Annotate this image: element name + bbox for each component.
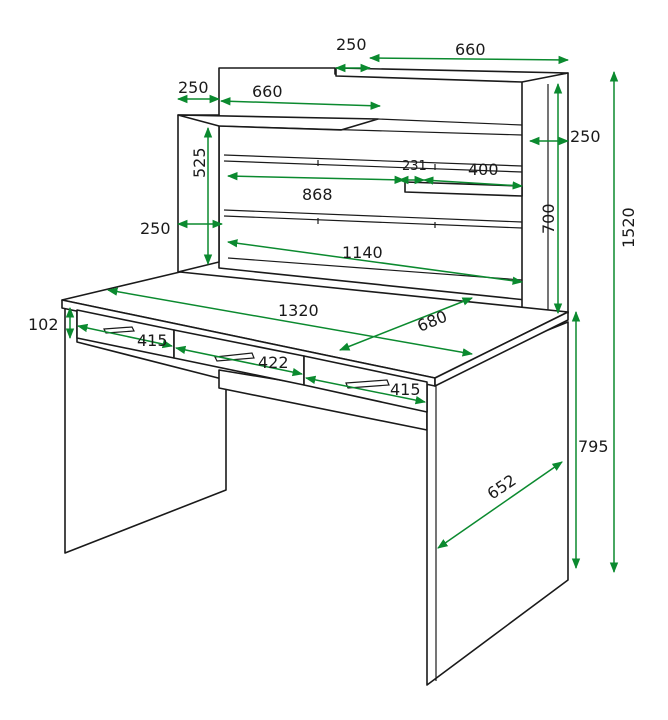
dim-shelf-868: 868 (302, 185, 333, 204)
top-shelf (335, 67, 569, 83)
dim-shelf-1140: 1140 (342, 243, 383, 262)
dimension-lines (65, 53, 619, 574)
hutch-right-side (521, 72, 569, 331)
dim-small-shelf-400: 400 (468, 160, 499, 179)
dim-mid-shelf-depth: 250 (178, 78, 209, 97)
dim-mid-shelf-width: 660 (252, 82, 283, 101)
dim-desk-height-795: 795 (578, 437, 609, 456)
dimension-labels: 250 660 250 660 250 525 250 231 400 868 … (28, 35, 638, 503)
dim-gap-231: 231 (402, 159, 427, 174)
dim-drawer-height-102: 102 (28, 315, 59, 334)
dim-upper-height: 525 (190, 147, 209, 178)
dim-top-shelf-depth: 250 (336, 35, 367, 54)
dim-drawer-mid-422: 422 (258, 353, 289, 372)
dim-right-700: 700 (539, 203, 558, 234)
dim-total-1520: 1520 (619, 207, 638, 248)
dim-top-shelf-width: 660 (455, 40, 486, 59)
dim-top-1320: 1320 (278, 301, 319, 320)
desktop-side-edge (434, 311, 569, 387)
dim-drawer-left-415: 415 (137, 331, 168, 350)
dim-lower-depth: 250 (140, 219, 171, 238)
dim-side-depth-right: 250 (570, 127, 601, 146)
dim-drawer-right-415: 415 (390, 380, 421, 399)
hutch-left-side (177, 114, 220, 273)
